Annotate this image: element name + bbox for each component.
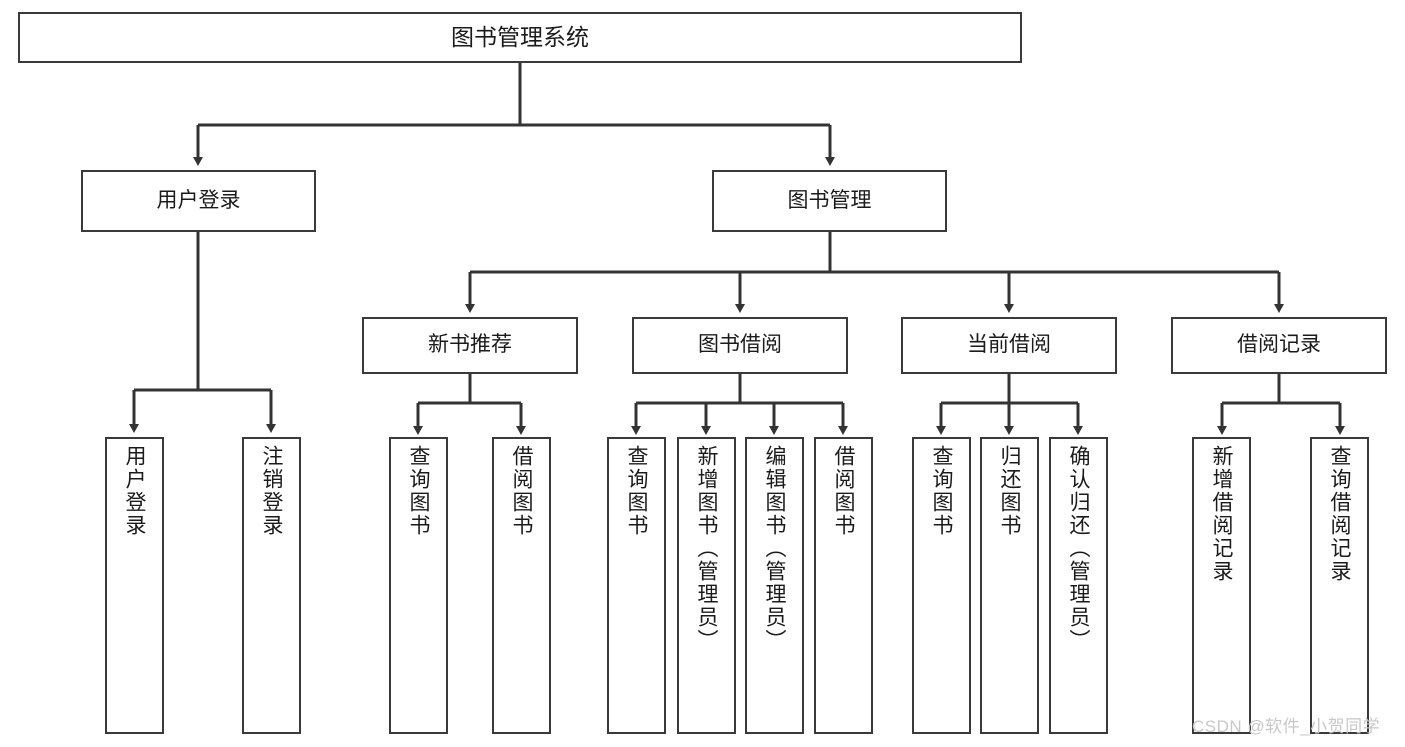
node-leaf-query-record-label: 查询借阅记录 — [1328, 445, 1351, 583]
node-leaf-query-book-2-label: 查询图书 — [625, 445, 648, 537]
node-leaf-query-record[interactable]: 查询借阅记录 — [1310, 437, 1369, 734]
node-leaf-return-book-label: 归还图书 — [998, 445, 1021, 537]
node-leaf-add-book[interactable]: 新增图书（管理员） — [677, 437, 736, 734]
node-new-book-recommend-label: 新书推荐 — [428, 333, 512, 357]
node-book-borrow[interactable]: 图书借阅 — [632, 317, 848, 374]
node-current-borrow[interactable]: 当前借阅 — [901, 317, 1117, 374]
node-leaf-confirm-return[interactable]: 确认归还（管理员） — [1049, 437, 1108, 734]
node-leaf-borrow-book-1[interactable]: 借阅图书 — [492, 437, 551, 734]
node-leaf-query-book-3[interactable]: 查询图书 — [912, 437, 971, 734]
node-user-login-label: 用户登录 — [156, 188, 241, 212]
node-root-label: 图书管理系统 — [451, 24, 589, 51]
node-leaf-borrow-book-1-label: 借阅图书 — [510, 445, 533, 537]
node-leaf-user-logout[interactable]: 注销登录 — [242, 437, 301, 734]
csdn-watermark: CSDN @软件_小贺同学 — [1192, 717, 1381, 736]
node-leaf-borrow-book-2-label: 借阅图书 — [832, 445, 855, 537]
node-leaf-add-record-label: 新增借阅记录 — [1210, 445, 1233, 583]
node-borrow-record-label: 借阅记录 — [1237, 333, 1321, 357]
node-leaf-return-book[interactable]: 归还图书 — [980, 437, 1039, 734]
node-borrow-record[interactable]: 借阅记录 — [1171, 317, 1387, 374]
node-leaf-add-record[interactable]: 新增借阅记录 — [1192, 437, 1251, 734]
node-user-login[interactable]: 用户登录 — [81, 170, 316, 232]
node-book-management-label: 图书管理 — [787, 188, 872, 212]
node-book-management[interactable]: 图书管理 — [712, 170, 947, 232]
node-leaf-add-book-label: 新增图书（管理员） — [695, 445, 718, 652]
node-leaf-user-login[interactable]: 用户登录 — [105, 437, 164, 734]
node-leaf-borrow-book-2[interactable]: 借阅图书 — [814, 437, 873, 734]
node-new-book-recommend[interactable]: 新书推荐 — [362, 317, 578, 374]
node-leaf-edit-book[interactable]: 编辑图书（管理员） — [745, 437, 804, 734]
node-leaf-edit-book-label: 编辑图书（管理员） — [763, 445, 786, 652]
node-current-borrow-label: 当前借阅 — [967, 333, 1051, 357]
node-leaf-query-book-3-label: 查询图书 — [930, 445, 953, 537]
node-book-borrow-label: 图书借阅 — [698, 333, 782, 357]
node-leaf-query-book-1[interactable]: 查询图书 — [389, 437, 448, 734]
node-leaf-query-book-1-label: 查询图书 — [407, 445, 430, 537]
node-leaf-confirm-return-label: 确认归还（管理员） — [1067, 445, 1090, 652]
node-root[interactable]: 图书管理系统 — [18, 12, 1022, 63]
node-leaf-user-logout-label: 注销登录 — [260, 445, 283, 537]
node-leaf-query-book-2[interactable]: 查询图书 — [607, 437, 666, 734]
node-leaf-user-login-label: 用户登录 — [123, 445, 146, 537]
